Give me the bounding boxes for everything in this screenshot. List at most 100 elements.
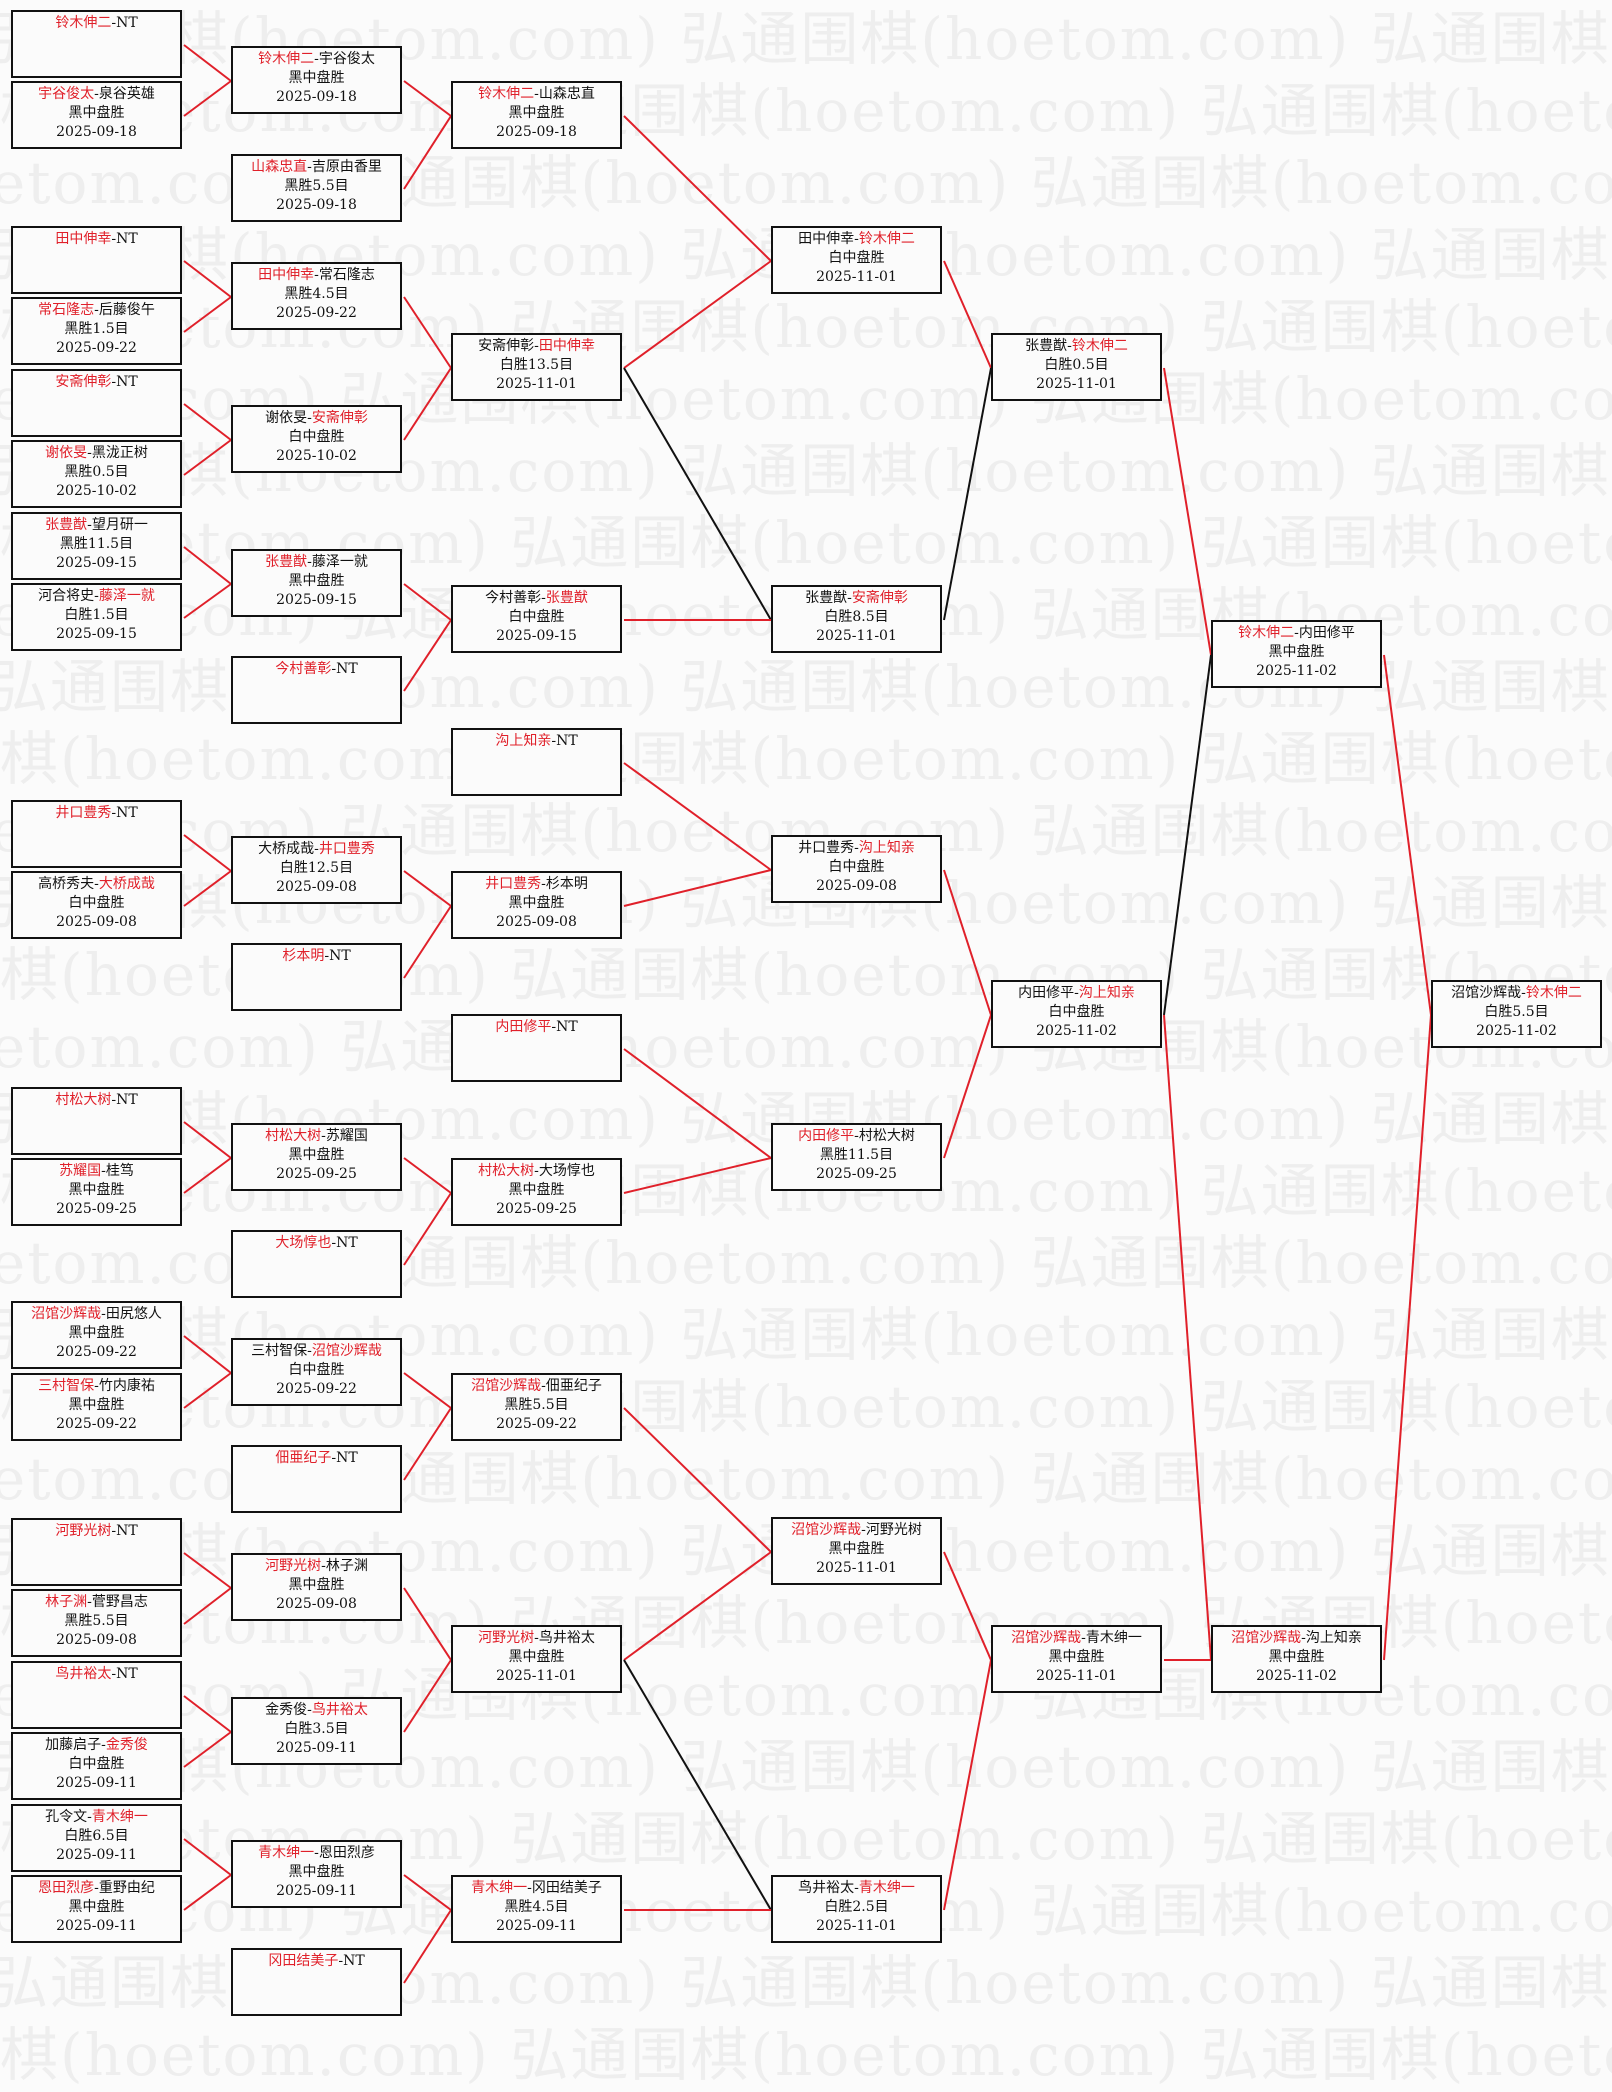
match-box-c2-8[interactable]: 杉本明-NT bbox=[231, 943, 402, 1011]
player-white: 安斋伸彰 bbox=[851, 590, 908, 606]
match-box-c2-1[interactable]: 铃木伸二-宇谷俊太 黑中盘胜 2025-09-18 bbox=[231, 46, 402, 114]
separator: - bbox=[1294, 625, 1299, 641]
match-box-c4-6[interactable]: 鸟井裕太-青木绅一 白胜2.5目 2025-11-01 bbox=[771, 1875, 942, 1943]
match-box-c1-1[interactable]: 铃木伸二-NT bbox=[11, 10, 182, 78]
match-box-c2-7[interactable]: 大桥成哉-井口豊秀 白胜12.5目 2025-09-08 bbox=[231, 836, 402, 904]
match-box-c3-9[interactable]: 河野光树-鸟井裕太 黑中盘胜 2025-11-01 bbox=[451, 1625, 622, 1693]
match-box-c1-2[interactable]: 宇谷俊太-泉谷英雄 黑中盘胜 2025-09-18 bbox=[11, 81, 182, 149]
match-box-c3-6[interactable]: 内田修平-NT bbox=[451, 1014, 622, 1082]
player-white: 铃木伸二 bbox=[1525, 985, 1582, 1001]
player-white: 山森忠直 bbox=[538, 86, 595, 102]
match-box-c1-10[interactable]: 高桥秀夫-大桥成哉 白中盘胜 2025-09-08 bbox=[11, 871, 182, 939]
separator: - bbox=[111, 805, 117, 821]
match-box-c2-12[interactable]: 佃亜纪子-NT bbox=[231, 1445, 402, 1513]
match-box-c1-8[interactable]: 河合将史-藤泽一就 白胜1.5目 2025-09-15 bbox=[11, 583, 182, 651]
match-box-c1-19[interactable]: 孔令文-青木绅一 白胜6.5目 2025-09-11 bbox=[11, 1804, 182, 1872]
match-box-c4-3[interactable]: 井口豊秀-沟上知亲 白中盘胜 2025-09-08 bbox=[771, 835, 942, 903]
match-box-c2-16[interactable]: 冈田结美子-NT bbox=[231, 1948, 402, 2016]
match-box-c5-3[interactable]: 沼馆沙辉哉-青木绅一 黑中盘胜 2025-11-01 bbox=[991, 1625, 1162, 1693]
player-white: NT bbox=[336, 661, 358, 677]
match-box-c1-13[interactable]: 沼馆沙辉哉-田尻悠人 黑中盘胜 2025-09-22 bbox=[11, 1301, 182, 1369]
separator: - bbox=[854, 840, 859, 856]
match-box-c4-4[interactable]: 内田修平-村松大树 黑胜11.5目 2025-09-25 bbox=[771, 1123, 942, 1191]
match-box-c1-15[interactable]: 河野光树-NT bbox=[11, 1518, 182, 1586]
match-box-c1-16[interactable]: 林子渊-菅野昌志 黑胜5.5目 2025-09-08 bbox=[11, 1589, 182, 1657]
match-box-c2-9[interactable]: 村松大树-苏耀国 黑中盘胜 2025-09-25 bbox=[231, 1123, 402, 1191]
match-result: 白中盘胜 bbox=[508, 609, 565, 625]
bracket-link bbox=[183, 80, 232, 117]
match-box-c1-6[interactable]: 谢依旻-黑泷正树 黑胜0.5目 2025-10-02 bbox=[11, 440, 182, 508]
match-box-c4-5[interactable]: 沼馆沙辉哉-河野光树 黑中盘胜 2025-11-01 bbox=[771, 1517, 942, 1585]
bracket-link bbox=[183, 1552, 232, 1589]
bracket-link bbox=[403, 1659, 452, 1733]
match-box-c1-3[interactable]: 田中伸幸-NT bbox=[11, 226, 182, 294]
match-result: 黑中盘胜 bbox=[508, 1182, 565, 1198]
bracket-link bbox=[403, 1407, 452, 1481]
match-box-c1-9[interactable]: 井口豊秀-NT bbox=[11, 800, 182, 868]
match-box-c2-15[interactable]: 青木绅一-恩田烈彦 黑中盘胜 2025-09-11 bbox=[231, 1840, 402, 1908]
player-black: 井口豊秀 bbox=[55, 805, 112, 821]
match-date: 2025-09-08 bbox=[496, 914, 577, 930]
separator: - bbox=[101, 1163, 106, 1179]
match-date: 2025-09-08 bbox=[816, 878, 897, 894]
match-box-c2-6[interactable]: 今村善彰-NT bbox=[231, 656, 402, 724]
player-black: 内田修平 bbox=[1018, 985, 1075, 1001]
match-box-c3-7[interactable]: 村松大树-大场惇也 黑中盘胜 2025-09-25 bbox=[451, 1158, 622, 1226]
bracket-link bbox=[183, 1874, 232, 1911]
match-box-c1-18[interactable]: 加藤启子-金秀俊 白中盘胜 2025-09-11 bbox=[11, 1732, 182, 1800]
bracket-link bbox=[403, 1874, 452, 1911]
match-players: 鸟井裕太-NT bbox=[13, 1665, 180, 1684]
match-result: 黑胜5.5目 bbox=[504, 1397, 569, 1413]
match-box-c6-1[interactable]: 铃木伸二-内田修平 黑中盘胜 2025-11-02 bbox=[1211, 620, 1382, 688]
match-box-c2-5[interactable]: 张豊猷-藤泽一就 黑中盘胜 2025-09-15 bbox=[231, 549, 402, 617]
match-box-c3-8[interactable]: 沼馆沙辉哉-佃亜纪子 黑胜5.5目 2025-09-22 bbox=[451, 1373, 622, 1441]
match-box-c1-20[interactable]: 恩田烈彦-重野由纪 黑中盘胜 2025-09-11 bbox=[11, 1875, 182, 1943]
bracket-link bbox=[623, 869, 772, 907]
separator: - bbox=[854, 1880, 859, 1896]
match-box-c5-2[interactable]: 内田修平-沟上知亲 白中盘胜 2025-11-02 bbox=[991, 980, 1162, 1048]
bracket-link bbox=[1163, 1014, 1212, 1661]
match-box-c2-13[interactable]: 河野光树-林子渊 黑中盘胜 2025-09-08 bbox=[231, 1553, 402, 1621]
match-box-c3-1[interactable]: 铃木伸二-山森忠直 黑中盘胜 2025-09-18 bbox=[451, 81, 622, 149]
match-box-c6-2[interactable]: 沼馆沙辉哉-沟上知亲 黑中盘胜 2025-11-02 bbox=[1211, 1625, 1382, 1693]
match-box-c3-5[interactable]: 井口豊秀-杉本明 黑中盘胜 2025-09-08 bbox=[451, 871, 622, 939]
match-box-c1-11[interactable]: 村松大树-NT bbox=[11, 1087, 182, 1155]
match-box-c1-5[interactable]: 安斋伸彰-NT bbox=[11, 369, 182, 437]
match-date: 2025-11-01 bbox=[1036, 1668, 1117, 1684]
player-black: 常石隆志 bbox=[38, 302, 95, 318]
match-box-c4-1[interactable]: 田中伸幸-铃木伸二 白中盘胜 2025-11-01 bbox=[771, 226, 942, 294]
match-box-c1-12[interactable]: 苏耀国-桂笃 黑中盘胜 2025-09-25 bbox=[11, 1158, 182, 1226]
match-players: 金秀俊-鸟井裕太 bbox=[233, 1701, 400, 1720]
match-result: 白胜0.5目 bbox=[1044, 357, 1109, 373]
bracket-link bbox=[623, 1659, 772, 1911]
bracket-link bbox=[403, 619, 452, 692]
match-box-c1-4[interactable]: 常石隆志-后藤俊午 黑胜1.5目 2025-09-22 bbox=[11, 297, 182, 365]
match-box-c7-1[interactable]: 沼馆沙辉哉-铃木伸二 白胜5.5目 2025-11-02 bbox=[1431, 980, 1602, 1048]
match-box-c4-2[interactable]: 张豊猷-安斋伸彰 白胜8.5目 2025-11-01 bbox=[771, 585, 942, 653]
player-white: 黑泷正树 bbox=[91, 445, 148, 461]
match-box-c2-10[interactable]: 大场惇也-NT bbox=[231, 1230, 402, 1298]
match-box-c2-11[interactable]: 三村智保-沼馆沙辉哉 白中盘胜 2025-09-22 bbox=[231, 1338, 402, 1406]
player-black: 安斋伸彰 bbox=[55, 374, 112, 390]
match-box-c3-2[interactable]: 安斋伸彰-田中伸幸 白胜13.5目 2025-11-01 bbox=[451, 333, 622, 401]
match-box-c1-17[interactable]: 鸟井裕太-NT bbox=[11, 1661, 182, 1729]
separator: - bbox=[527, 1880, 532, 1896]
player-black: 宇谷俊太 bbox=[38, 86, 95, 102]
match-box-c1-7[interactable]: 张豊猷-望月研一 黑胜11.5目 2025-09-15 bbox=[11, 512, 182, 580]
match-box-c3-3[interactable]: 今村善彰-张豊猷 白中盘胜 2025-09-15 bbox=[451, 585, 622, 653]
match-date: 2025-11-02 bbox=[1476, 1023, 1557, 1039]
match-players: 铃木伸二-山森忠直 bbox=[453, 85, 620, 104]
match-date: 2025-11-01 bbox=[816, 628, 897, 644]
match-box-c5-1[interactable]: 张豊猷-铃木伸二 白胜0.5目 2025-11-01 bbox=[991, 333, 1162, 401]
match-box-c2-2[interactable]: 山森忠直-吉原由香里 黑胜5.5目 2025-09-18 bbox=[231, 154, 402, 222]
separator: - bbox=[307, 159, 312, 175]
match-box-c3-4[interactable]: 沟上知亲-NT bbox=[451, 728, 622, 796]
match-box-c2-4[interactable]: 谢依旻-安斋伸彰 白中盘胜 2025-10-02 bbox=[231, 405, 402, 473]
bracket-link bbox=[943, 1659, 992, 1911]
match-box-c2-3[interactable]: 田中伸幸-常石隆志 黑胜4.5目 2025-09-22 bbox=[231, 262, 402, 330]
match-box-c2-14[interactable]: 金秀俊-鸟井裕太 白胜3.5目 2025-09-11 bbox=[231, 1697, 402, 1765]
match-players: 河野光树-NT bbox=[13, 1522, 180, 1541]
match-box-c3-10[interactable]: 青木绅一-冈田结美子 黑胜4.5目 2025-09-11 bbox=[451, 1875, 622, 1943]
player-white: NT bbox=[336, 1235, 358, 1251]
match-box-c1-14[interactable]: 三村智保-竹内康祐 黑中盘胜 2025-09-22 bbox=[11, 1373, 182, 1441]
